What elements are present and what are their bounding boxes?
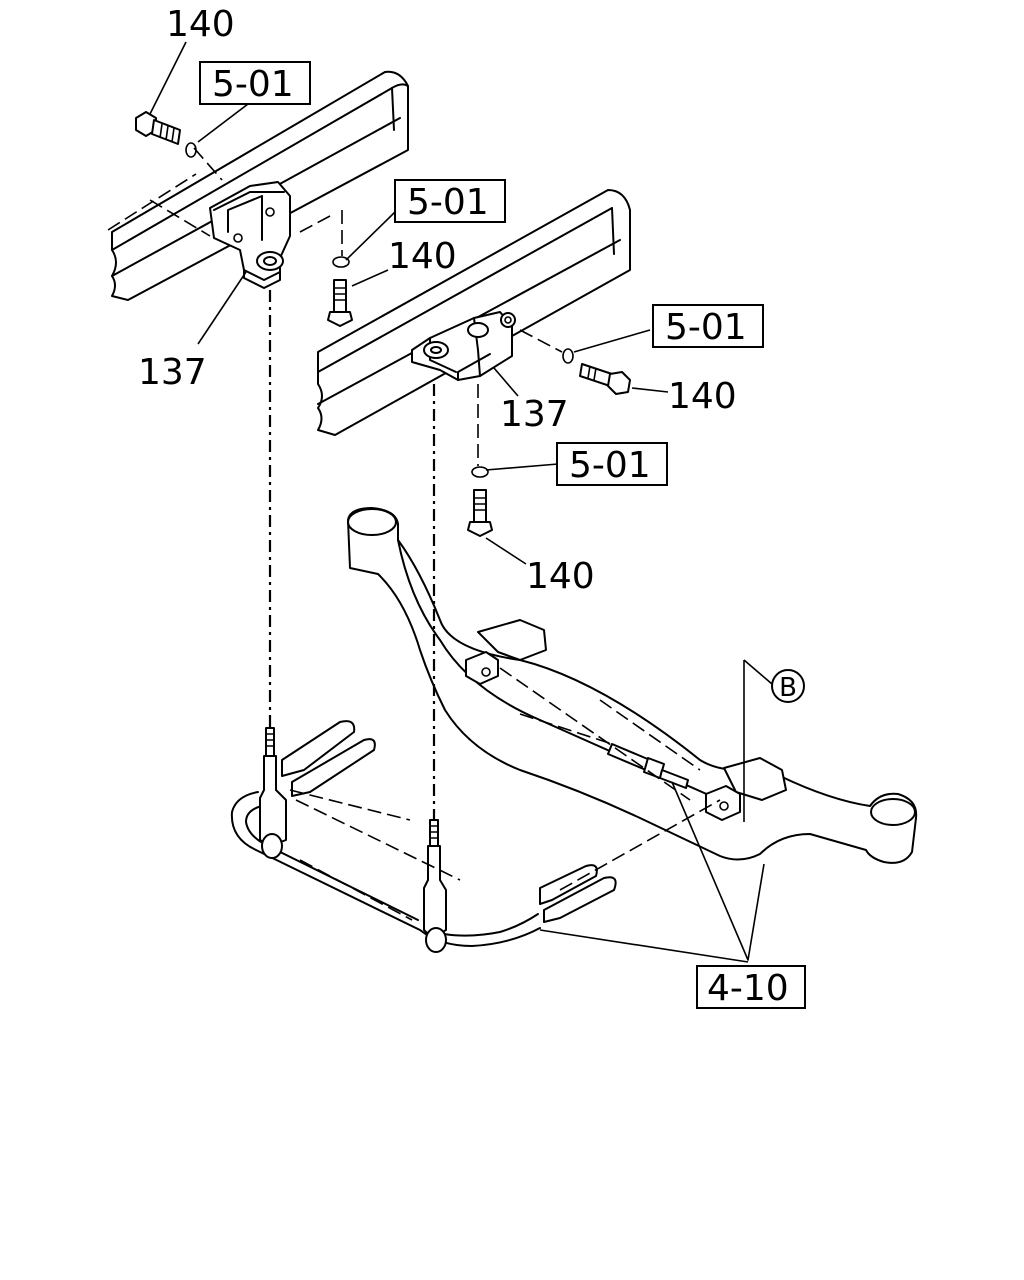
bolt-upper-center bbox=[327, 279, 353, 327]
ref-box-5-01-top-left bbox=[199, 61, 311, 105]
ref-box-5-01-lower bbox=[556, 442, 668, 486]
frame-rail-right bbox=[317, 189, 631, 436]
leader-lines bbox=[149, 41, 773, 963]
ref-box-5-01-right bbox=[652, 304, 764, 348]
stabilizer-bar bbox=[230, 720, 617, 953]
callout-137-left: 137 bbox=[138, 352, 207, 393]
callout-140-top-left: 140 bbox=[166, 4, 235, 45]
bolt-top-left bbox=[135, 111, 181, 145]
washer-upper-center bbox=[332, 256, 350, 268]
ref-5-01-lower: 5-01 bbox=[569, 445, 651, 486]
view-marker-b: B bbox=[779, 673, 797, 703]
washer-right bbox=[562, 348, 574, 364]
assembly-lines bbox=[107, 147, 721, 921]
ref-5-01-top-left: 5-01 bbox=[212, 64, 294, 105]
washer-lower bbox=[471, 466, 489, 478]
stabilizer-bracket-right bbox=[411, 311, 516, 381]
bolt-right bbox=[579, 363, 631, 395]
callout-137-right: 137 bbox=[500, 394, 569, 435]
ref-box-5-01-upper-center bbox=[394, 179, 506, 223]
ref-4-10: 4-10 bbox=[707, 968, 789, 1009]
callout-140-lower: 140 bbox=[526, 556, 595, 597]
washer-top-left bbox=[185, 142, 197, 158]
view-marker-circle bbox=[771, 669, 805, 703]
ref-box-4-10 bbox=[696, 965, 806, 1009]
front-axle-beam bbox=[347, 507, 918, 864]
callout-140-upper-center: 140 bbox=[388, 236, 457, 277]
callout-140-right: 140 bbox=[668, 376, 737, 417]
ref-5-01-right: 5-01 bbox=[665, 307, 747, 348]
ref-5-01-upper-center: 5-01 bbox=[407, 182, 489, 223]
bolt-lower bbox=[467, 489, 493, 537]
